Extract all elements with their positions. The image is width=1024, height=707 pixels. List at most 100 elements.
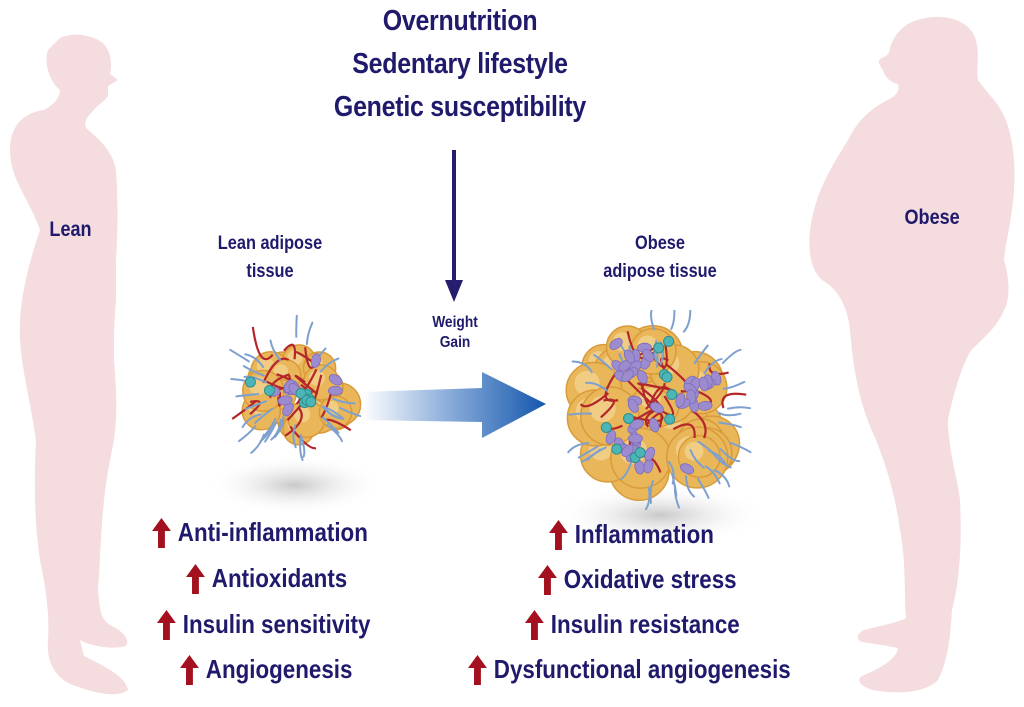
immune-cell bbox=[605, 430, 617, 445]
nerve-fiber bbox=[238, 425, 257, 443]
obese-tissue-shadow bbox=[550, 485, 770, 545]
cause-overnutrition: Overnutrition bbox=[382, 5, 538, 37]
obese-adipose-tissue-label: Obese adipose tissue bbox=[583, 230, 738, 286]
cause-genetic-susceptibility: Genetic susceptibility bbox=[333, 91, 587, 123]
nerve-fiber bbox=[693, 344, 709, 365]
effect-text: Insulin sensitivity bbox=[182, 609, 371, 639]
lean-effect-item: Insulin sensitivity bbox=[157, 609, 370, 640]
nerve-fiber bbox=[593, 353, 612, 370]
immune-cell bbox=[621, 444, 634, 457]
nerve-fiber bbox=[707, 449, 727, 466]
blood-vessel bbox=[645, 383, 666, 410]
obese-label: Obese bbox=[904, 206, 960, 229]
stromal-cell bbox=[244, 376, 256, 388]
nerve-fiber bbox=[722, 380, 746, 390]
blood-vessel bbox=[604, 373, 619, 402]
blood-vessel bbox=[672, 423, 696, 439]
nerve-fiber bbox=[703, 358, 723, 375]
nerve-fiber bbox=[721, 348, 742, 364]
nerve-fiber bbox=[571, 360, 593, 374]
effect-text: Antioxidants bbox=[211, 563, 348, 593]
immune-cell bbox=[328, 374, 343, 386]
up-arrow-icon bbox=[180, 654, 199, 685]
blood-vessel bbox=[304, 347, 314, 369]
immune-cell bbox=[277, 395, 293, 406]
stromal-cell bbox=[664, 413, 676, 425]
weight-gain-line1: Weight bbox=[432, 314, 478, 331]
nerve-fiber bbox=[332, 397, 356, 405]
stromal-cell bbox=[623, 412, 635, 424]
effect-text: Inflammation bbox=[574, 519, 714, 549]
nerve-fiber bbox=[689, 449, 705, 469]
blood-vessel bbox=[294, 374, 319, 396]
immune-cell bbox=[697, 400, 713, 411]
nerve-fiber bbox=[338, 406, 362, 418]
immune-cell bbox=[675, 392, 686, 408]
nerve-fiber bbox=[270, 418, 282, 441]
nerve-fiber bbox=[696, 477, 710, 499]
nerve-fiber bbox=[235, 392, 260, 398]
effect-text: Dysfunctional angiogenesis bbox=[493, 654, 791, 684]
nerve-fiber bbox=[620, 458, 633, 481]
nerve-fiber bbox=[244, 353, 265, 369]
up-arrow-icon bbox=[525, 609, 544, 640]
stromal-cell bbox=[661, 371, 673, 383]
lean-label: Lean bbox=[49, 218, 92, 241]
immune-cell bbox=[627, 398, 639, 413]
nerve-fiber bbox=[682, 310, 692, 333]
nerve-fiber bbox=[326, 424, 343, 443]
stromal-cell bbox=[611, 443, 623, 455]
stromal-cell bbox=[263, 385, 275, 397]
blood-vessel bbox=[251, 326, 274, 361]
nerve-fiber bbox=[717, 411, 742, 417]
nerve-fiber bbox=[729, 441, 752, 454]
stromal-cell bbox=[600, 421, 612, 433]
nerve-fiber bbox=[697, 440, 717, 457]
stromal-cell bbox=[666, 389, 678, 401]
nerve-fiber bbox=[649, 480, 655, 504]
nerve-fiber bbox=[244, 400, 268, 411]
immune-cell bbox=[623, 349, 636, 364]
nerve-fiber bbox=[670, 310, 676, 330]
nerve-fiber bbox=[299, 434, 306, 458]
effect-text: Anti-inflammation bbox=[177, 517, 368, 547]
immune-cell bbox=[282, 402, 294, 417]
blood-vessel bbox=[262, 357, 290, 384]
blood-vessel bbox=[284, 407, 303, 437]
nerve-fiber bbox=[585, 381, 608, 392]
immune-cell bbox=[680, 463, 695, 475]
nerve-fiber bbox=[299, 437, 304, 461]
blood-vessel bbox=[283, 343, 297, 360]
up-arrow-icon bbox=[468, 654, 487, 685]
lean-tissue-shadow bbox=[205, 455, 385, 515]
blood-vessel bbox=[691, 409, 707, 439]
nerve-fiber bbox=[727, 406, 752, 410]
immune-cell bbox=[629, 419, 644, 430]
nerve-fiber bbox=[719, 448, 741, 463]
nerve-fiber bbox=[241, 413, 262, 429]
immune-cell bbox=[649, 402, 664, 414]
nerve-fiber bbox=[295, 315, 298, 338]
up-arrow-icon bbox=[538, 564, 557, 595]
up-arrow-icon bbox=[152, 517, 171, 548]
nerve-fiber bbox=[321, 405, 343, 420]
nerve-fiber bbox=[242, 365, 265, 377]
lean-adipose-tissue-illustration bbox=[229, 315, 362, 461]
immune-cell bbox=[628, 433, 643, 444]
nerve-fiber bbox=[644, 486, 651, 510]
nerve-fiber bbox=[567, 442, 590, 454]
nerve-fiber bbox=[319, 357, 340, 373]
effect-text: Oxidative stress bbox=[563, 564, 737, 594]
causes-list: Overnutrition Sedentary lifestyle Geneti… bbox=[288, 0, 632, 129]
nerve-fiber bbox=[243, 375, 267, 384]
stromal-cell bbox=[305, 396, 317, 408]
lean-effect-item: Angiogenesis bbox=[180, 654, 352, 685]
nerve-fiber bbox=[713, 469, 731, 488]
immune-cell bbox=[621, 369, 634, 383]
blood-vessel bbox=[326, 418, 352, 432]
lean-tissue-label-line2: tissue bbox=[246, 261, 294, 282]
cause-sedentary-lifestyle: Sedentary lifestyle bbox=[352, 48, 568, 80]
nerve-fiber bbox=[684, 475, 696, 498]
blood-vessel bbox=[631, 411, 664, 423]
blood-vessel bbox=[649, 386, 672, 403]
